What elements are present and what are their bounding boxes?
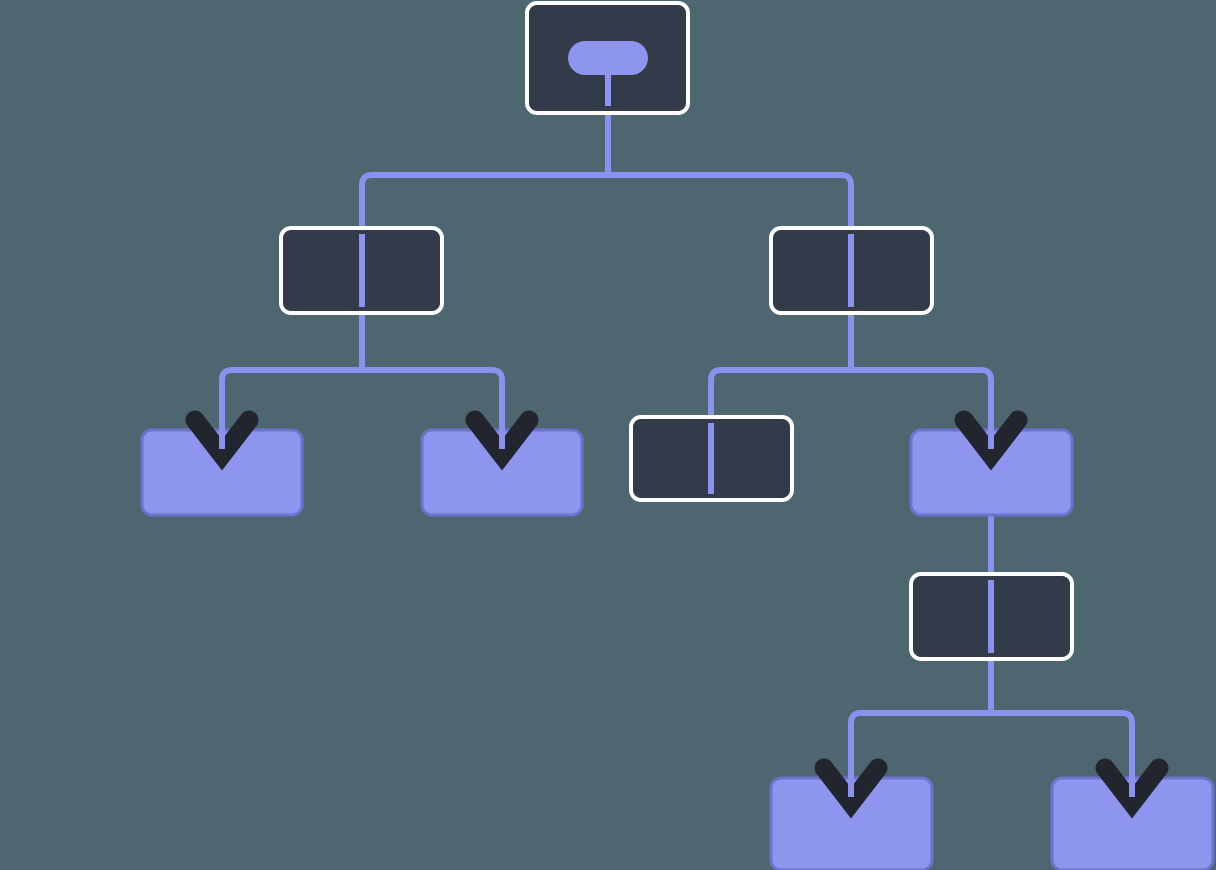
connector-edge	[851, 367, 994, 430]
arrowhead-icon	[185, 410, 259, 471]
connector-edge	[219, 260, 365, 430]
connector-edge	[362, 367, 505, 430]
connector-edge	[608, 172, 854, 313]
node-layer	[140, 1, 1215, 870]
connector-edge	[848, 605, 994, 778]
arrowhead-icon	[954, 410, 1028, 471]
arrowhead-icon	[1095, 758, 1169, 819]
connector-edge	[708, 260, 854, 417]
connector-edge	[991, 710, 1135, 778]
pill-badge-icon	[568, 41, 648, 75]
arrowhead-icon	[465, 410, 539, 471]
edge-layer	[219, 58, 1135, 778]
arrowhead-icon	[814, 758, 888, 819]
diagram-node[interactable]	[525, 1, 690, 115]
pill-stem	[605, 75, 611, 106]
arrowhead-layer	[185, 408, 1169, 819]
